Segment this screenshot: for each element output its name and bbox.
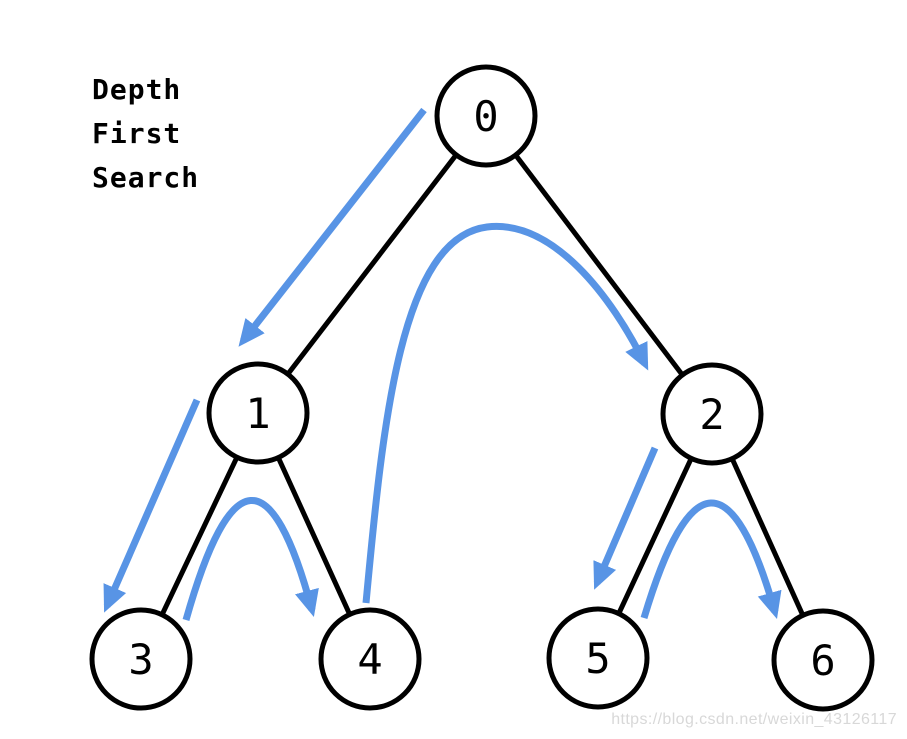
title-line-2: First — [92, 117, 182, 150]
dfs-arrow-1-to-3 — [103, 398, 201, 613]
node-2-circle — [660, 362, 764, 466]
title-line-3: Search — [92, 161, 200, 194]
node-3-label: 3 — [128, 635, 153, 684]
dfs-arrow-2-to-5 — [593, 446, 659, 590]
edge-0-2 — [484, 114, 714, 416]
dfs-arrow-4-to-2 — [362, 222, 649, 604]
node-6-circle — [771, 608, 875, 712]
watermark-url: https://blog.csdn.net/weixin_43126117 — [611, 711, 897, 728]
node-5-circle — [546, 606, 650, 710]
dfs-traversal-arrows — [103, 107, 782, 621]
node-0-circle — [434, 64, 538, 168]
title-line-1: Depth — [92, 73, 182, 106]
diagram-title: Depth First Search — [92, 68, 199, 200]
node-3-circle — [89, 607, 193, 711]
dfs-arrow-0-to-1 — [238, 107, 427, 347]
node-0-label: 0 — [473, 92, 498, 141]
dfs-arrow-5-to-6 — [640, 499, 782, 620]
node-1-label: 1 — [245, 389, 270, 438]
node-4-circle — [318, 607, 422, 711]
dfs-arrow-3-to-4 — [182, 497, 319, 621]
node-4-label: 4 — [357, 635, 382, 684]
node-6-label: 6 — [810, 636, 835, 685]
node-5-label: 5 — [585, 634, 610, 683]
node-2-label: 2 — [699, 390, 724, 439]
node-1-circle — [206, 361, 310, 465]
edge-0-1 — [256, 114, 488, 415]
tree-nodes: 0 1 2 3 4 5 6 — [89, 64, 875, 712]
